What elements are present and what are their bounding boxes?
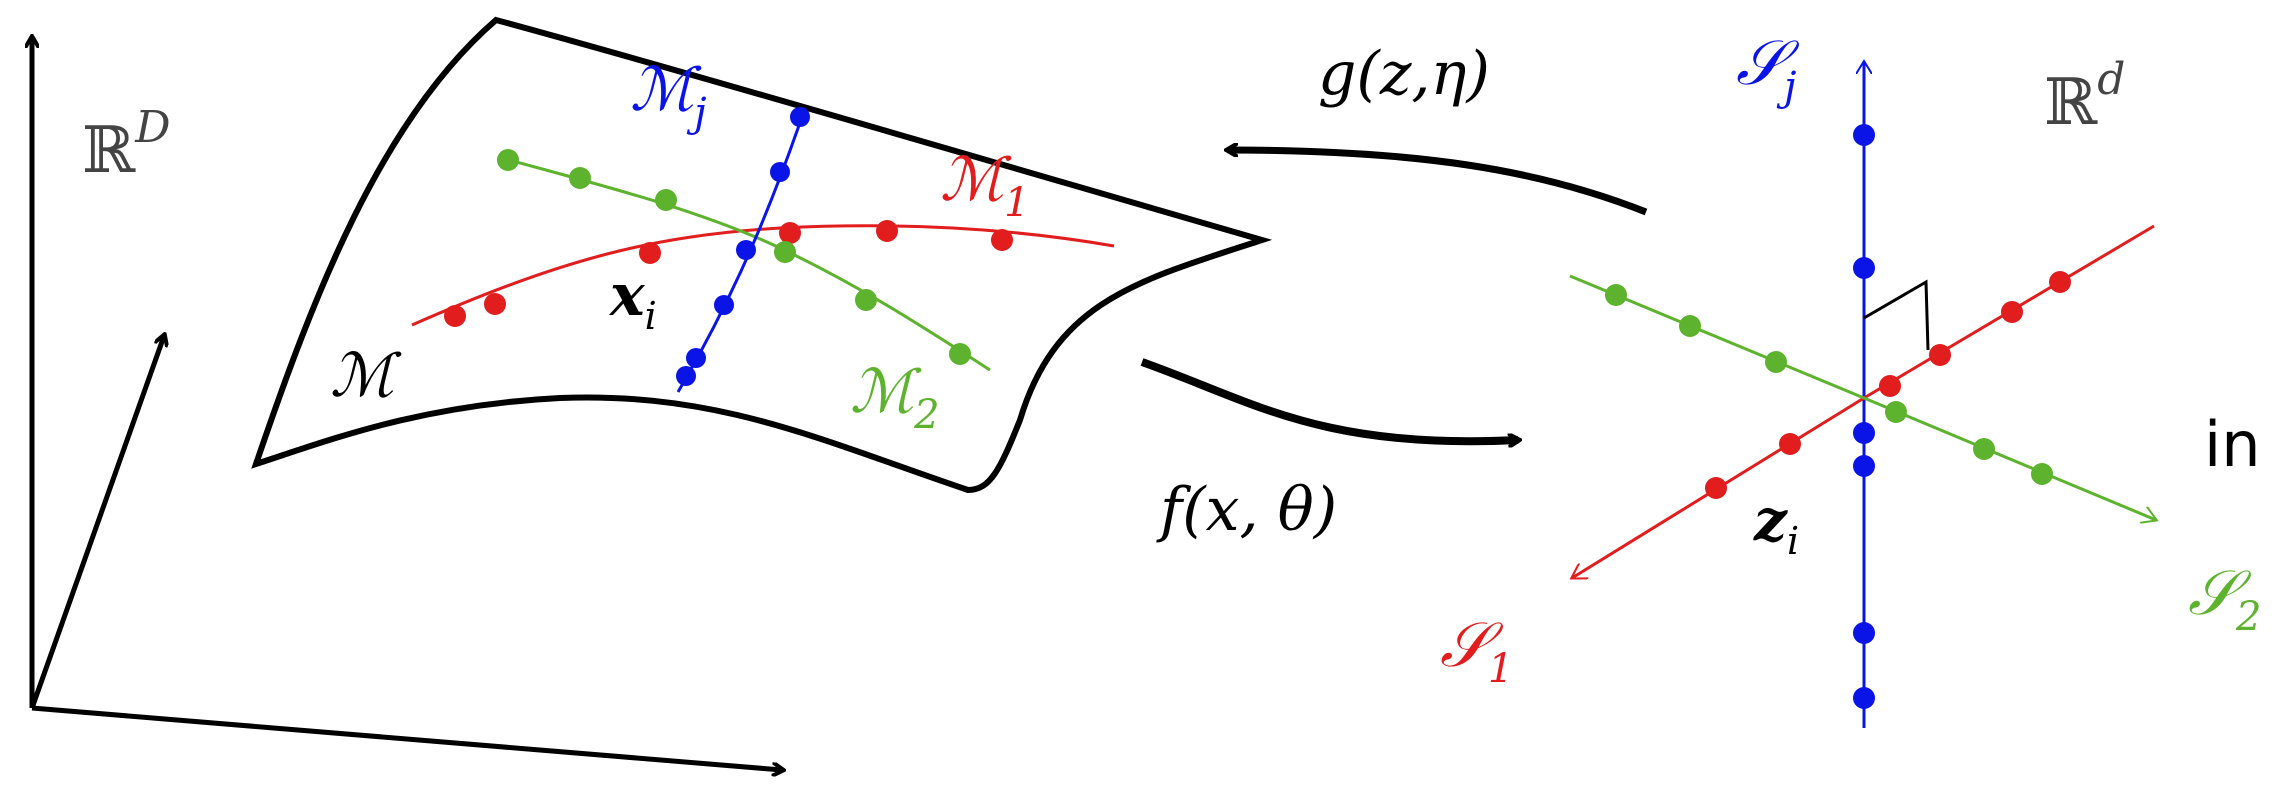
label-sj: 𝒮j xyxy=(1736,26,1800,110)
m1-point xyxy=(444,305,466,327)
m2-points xyxy=(497,149,971,365)
encoder-arrow xyxy=(1140,358,1518,441)
encoder-label: f(x, θ) xyxy=(1156,475,1337,545)
input-axis-horizontal xyxy=(31,705,782,770)
m2-point xyxy=(569,167,591,189)
m1-point xyxy=(876,220,898,242)
sj-point xyxy=(1853,422,1875,444)
s2-point xyxy=(1973,438,1995,460)
label-m1: ℳ1 xyxy=(940,145,1030,226)
clipped-text: in xyxy=(2204,408,2261,481)
mj-point xyxy=(736,240,756,260)
label-s2: 𝒮2 xyxy=(2188,556,2261,640)
mj-point xyxy=(676,366,696,386)
curve-m1 xyxy=(411,224,1115,327)
m1-point xyxy=(779,222,801,244)
mj-point xyxy=(714,295,734,315)
label-s1: 𝒮1 xyxy=(1440,608,1513,692)
input-space-label: ℝD xyxy=(82,102,170,188)
sj-point xyxy=(1853,687,1875,709)
decoder-label: g(z,η) xyxy=(1318,39,1490,109)
label-manifold: ℳ xyxy=(330,341,402,411)
m1-point xyxy=(991,229,1013,251)
label-mj: ℳj xyxy=(630,55,707,136)
mj-points xyxy=(676,107,810,386)
mj-point xyxy=(686,348,706,368)
s2-point xyxy=(1605,284,1627,306)
manifold-surface xyxy=(251,16,1273,494)
s2-point xyxy=(1679,315,1701,337)
input-axes xyxy=(32,38,782,770)
s2-point xyxy=(1885,401,1907,423)
right-angle-marker xyxy=(1863,279,1930,351)
s2-point xyxy=(2031,463,2053,485)
s1-point xyxy=(1779,433,1801,455)
sj-point xyxy=(1853,622,1875,644)
s1-points xyxy=(1705,271,2071,499)
s1-point xyxy=(1879,375,1901,397)
s2-points xyxy=(1605,284,2053,485)
m2-point xyxy=(949,343,971,365)
sj-point xyxy=(1853,257,1875,279)
latent-space-label: ℝd xyxy=(2044,54,2125,140)
s2-point xyxy=(1765,351,1787,373)
mj-point xyxy=(790,107,810,127)
label-xi: xi xyxy=(608,261,657,338)
mj-point xyxy=(770,162,790,182)
decoder-arrow xyxy=(1228,150,1648,216)
s1-point xyxy=(1929,344,1951,366)
s1-point xyxy=(1705,477,1727,499)
m2-point xyxy=(497,149,519,171)
label-zi: zi xyxy=(1753,486,1799,563)
m1-point xyxy=(639,242,661,264)
m1-point xyxy=(484,293,506,315)
m2-point xyxy=(655,189,677,211)
label-m2: ℳ2 xyxy=(850,357,940,438)
s1-point xyxy=(2049,271,2071,293)
axis-s2-lower xyxy=(1863,396,2156,520)
sj-point xyxy=(1853,124,1875,146)
m2-point xyxy=(774,241,796,263)
m2-point xyxy=(855,289,877,311)
m1-points xyxy=(444,220,1013,327)
sj-point xyxy=(1853,455,1875,477)
s1-point xyxy=(2001,301,2023,323)
sj-points xyxy=(1853,124,1875,709)
input-axis-diagonal xyxy=(29,336,164,709)
